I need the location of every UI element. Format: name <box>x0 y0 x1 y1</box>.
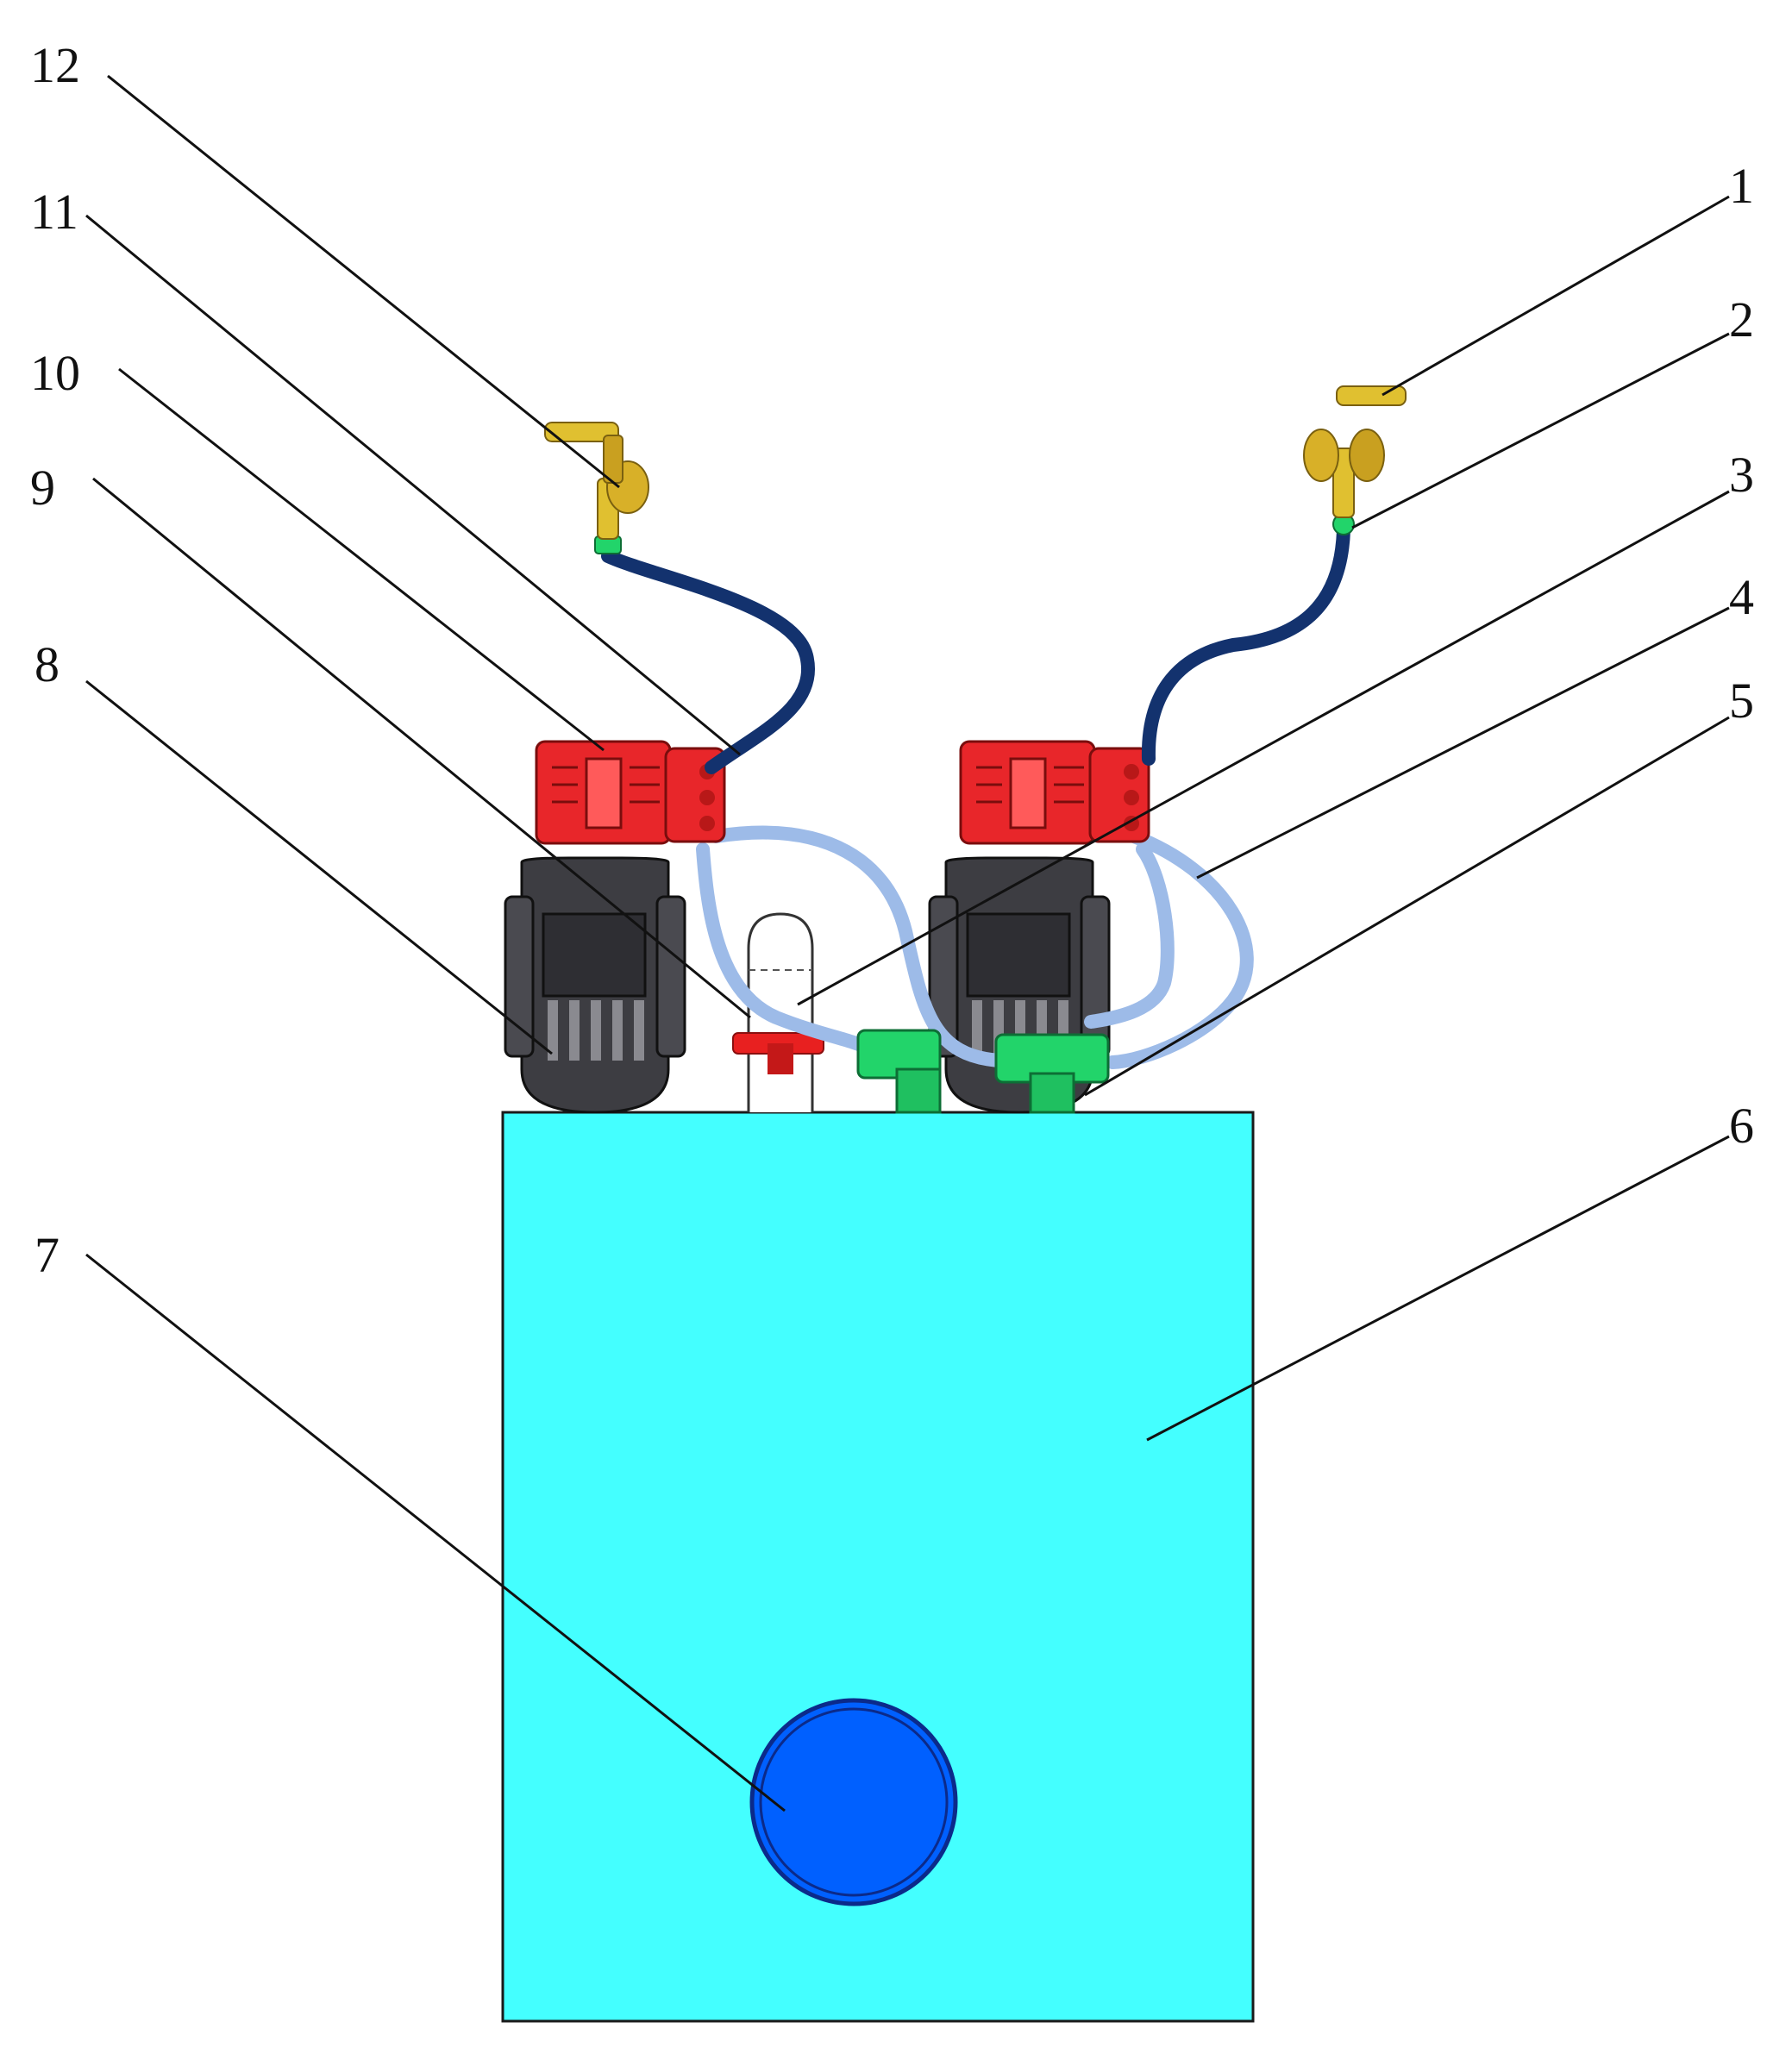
tank-outlet <box>749 1698 958 1906</box>
leader-line-5 <box>1084 716 1730 1097</box>
leader-line-4 <box>1196 606 1730 880</box>
pump-head-left <box>535 740 726 845</box>
leader-line-12 <box>107 74 620 489</box>
callout-label-7: 7 <box>34 1227 60 1283</box>
callout-label-8: 8 <box>34 636 60 692</box>
leader-line-1 <box>1382 195 1730 397</box>
tee-fitting-right <box>994 1033 1110 1114</box>
spray-gun-left <box>544 422 649 554</box>
leader-line-10 <box>118 367 605 752</box>
spray-gun-right <box>1303 385 1407 535</box>
callout-label-11: 11 <box>30 184 78 240</box>
tee-fitting-left <box>856 1029 942 1114</box>
callout-label-9: 9 <box>30 460 55 516</box>
callout-label-1: 1 <box>1729 158 1754 214</box>
leader-line-7 <box>85 1253 786 1812</box>
leader-line-3 <box>797 490 1730 1006</box>
leader-lines <box>85 74 1730 1812</box>
callout-label-3: 3 <box>1729 447 1754 503</box>
callout-label-10: 10 <box>30 345 80 401</box>
callout-label-12: 12 <box>30 37 80 93</box>
callout-labels: 12 11 10 9 8 7 1 2 3 4 5 6 <box>30 37 1754 1283</box>
callout-label-2: 2 <box>1729 291 1754 347</box>
leader-line-6 <box>1146 1135 1730 1442</box>
leader-line-2 <box>1351 332 1730 529</box>
leader-line-9 <box>92 477 751 1019</box>
callout-label-5: 5 <box>1729 673 1754 729</box>
leader-line-11 <box>85 214 741 756</box>
callout-label-4: 4 <box>1729 569 1754 625</box>
ball-valve <box>732 1032 824 1074</box>
callout-label-6: 6 <box>1729 1098 1754 1154</box>
leader-line-8 <box>85 679 553 1055</box>
motor-left <box>504 856 686 1114</box>
high-pressure-hoses <box>601 523 1350 774</box>
suction-return-hoses <box>696 825 1254 1069</box>
